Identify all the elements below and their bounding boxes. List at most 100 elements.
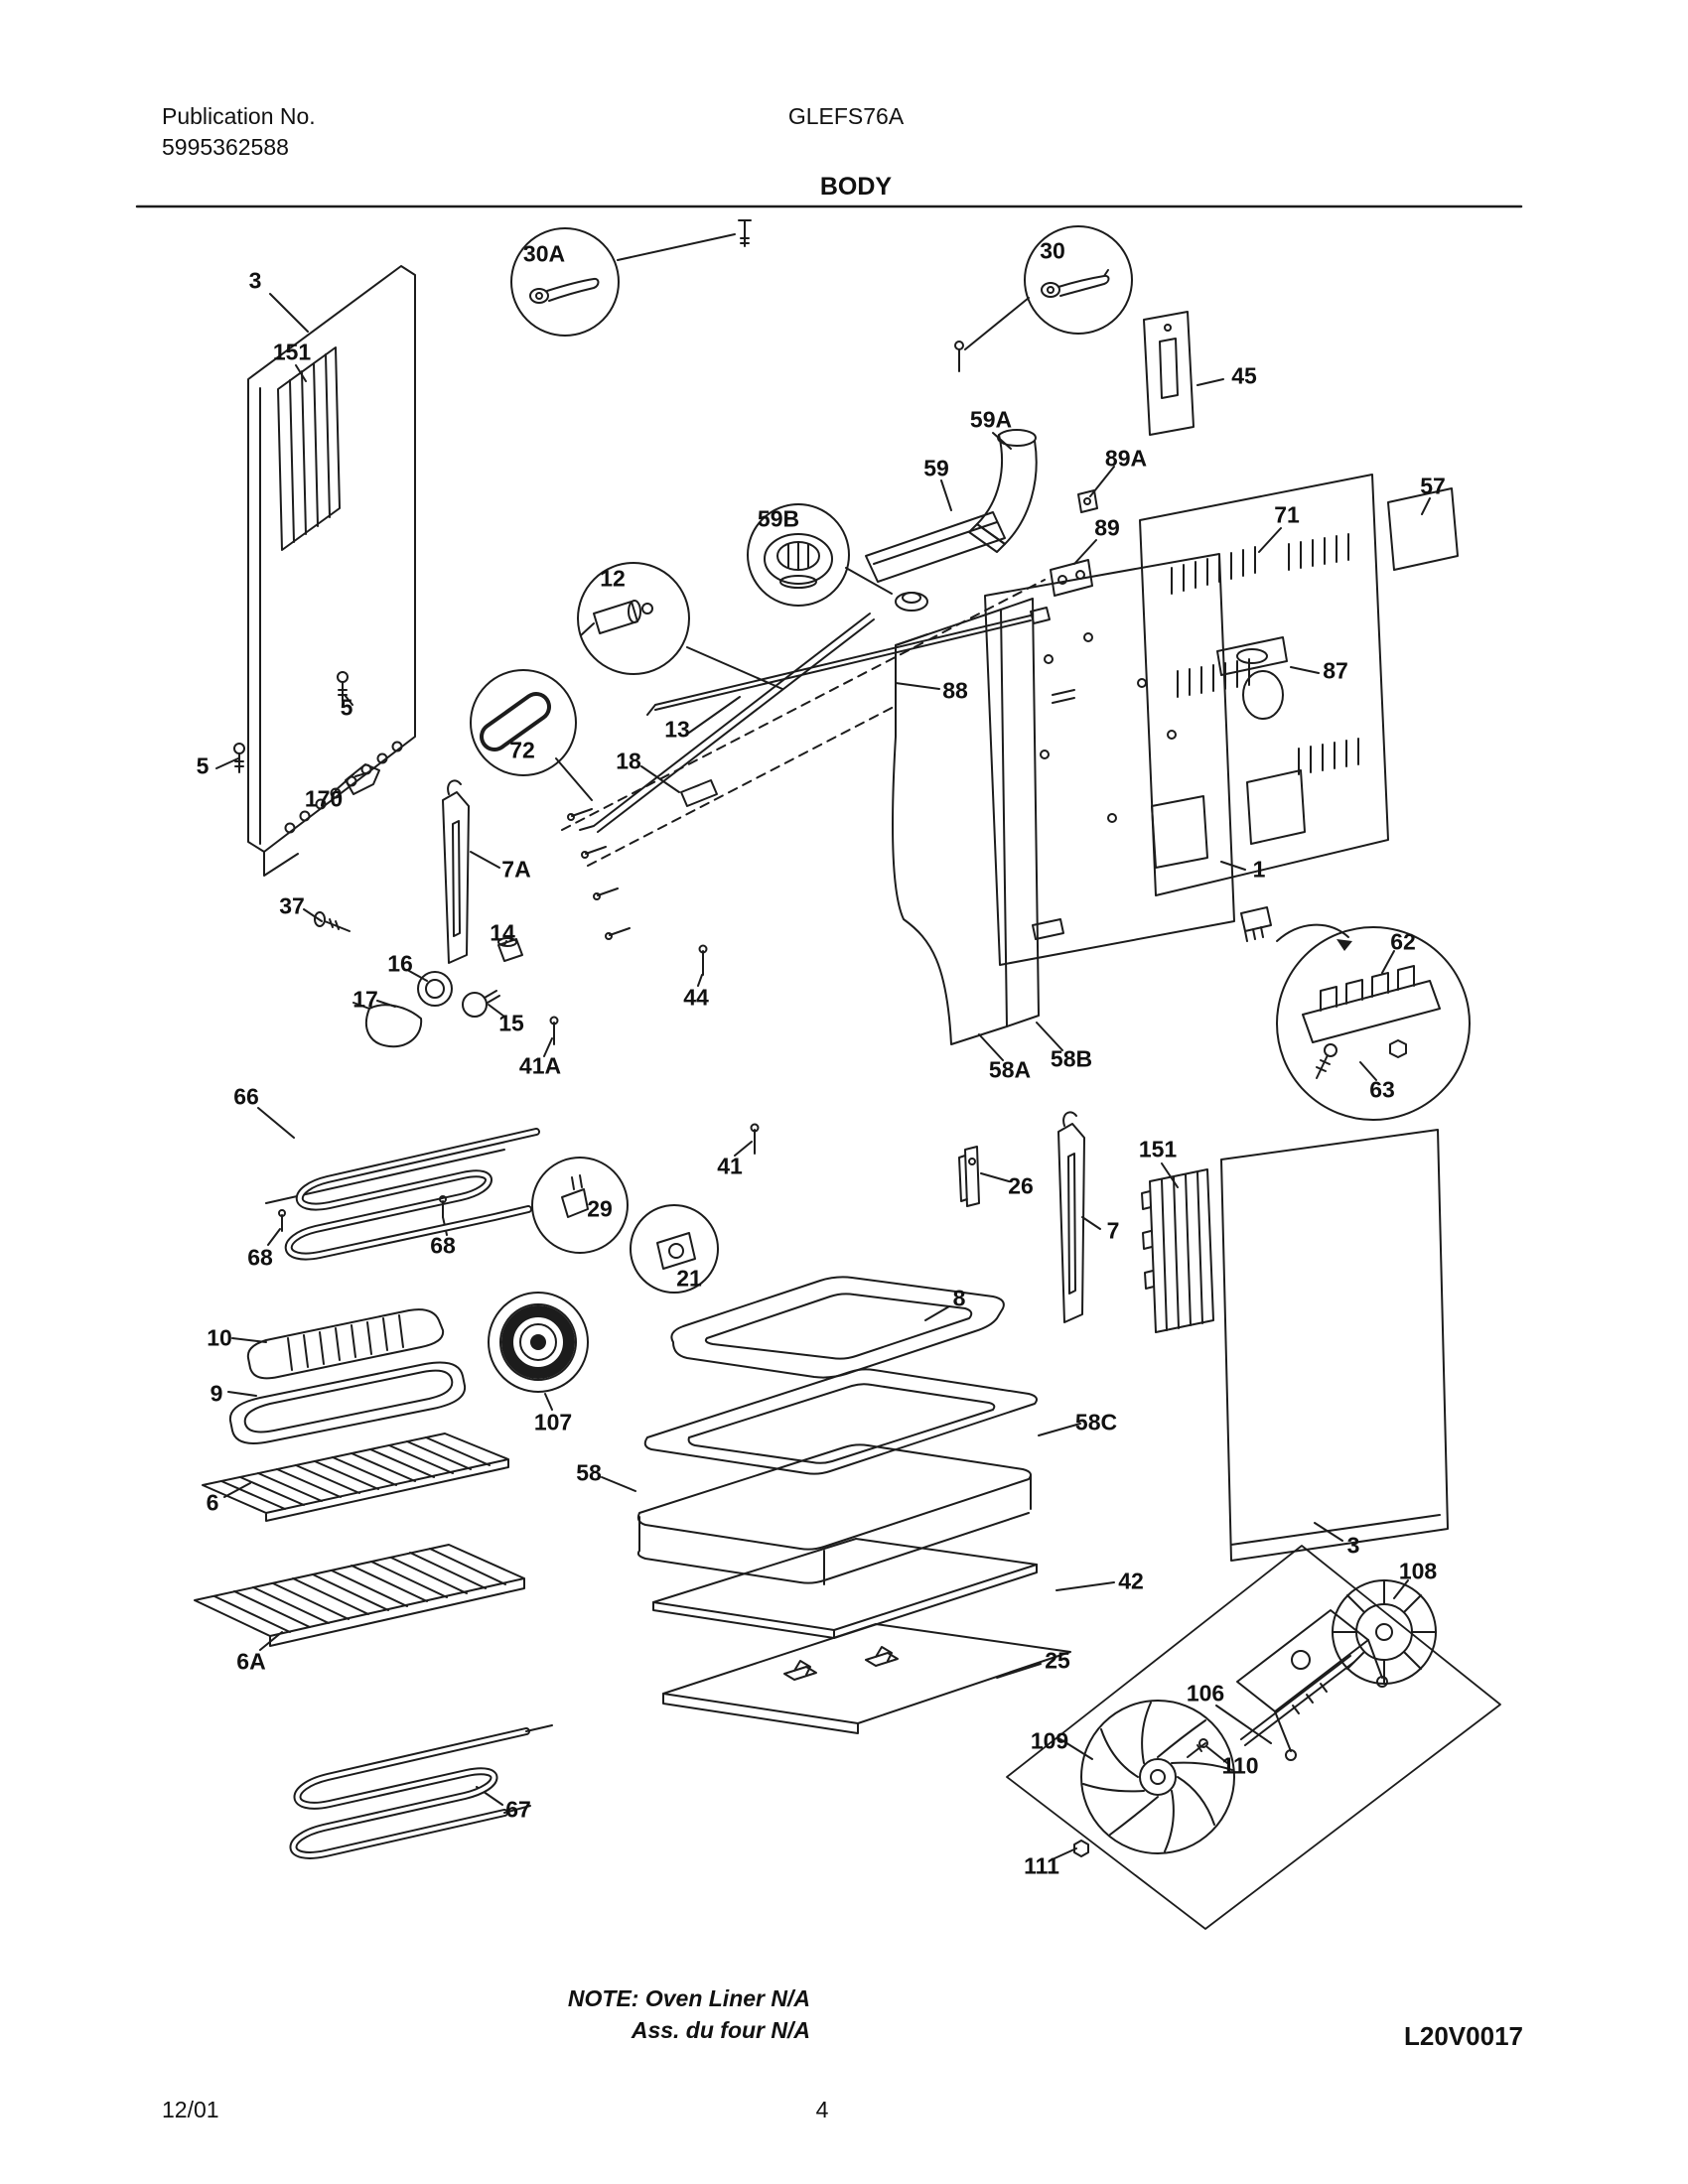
part-label-12: 12 [600,565,626,592]
part-oven-rack-6 [202,1433,509,1522]
part-label-7A: 7A [501,856,531,883]
callout-circle-59B [747,503,850,607]
oven-liner-note-line2: Ass. du four N/A [631,2017,810,2043]
callout-circle-21 [630,1204,719,1294]
part-label-10: 10 [207,1324,232,1351]
part-label-151: 151 [272,339,312,365]
part-label-58B: 58B [1050,1045,1093,1072]
section-title: BODY [819,173,893,201]
part-label-66: 66 [233,1083,259,1110]
part-label-5: 5 [196,752,210,779]
part-label-15: 15 [498,1010,524,1036]
part-label-21: 21 [676,1265,702,1292]
part-label-30: 30 [1040,237,1065,264]
part-oven-light-assembly [314,911,523,1048]
part-drawer-bottom-25 [662,1623,1071,1734]
part-label-170: 170 [304,785,344,812]
part-sensor-and-tube [579,607,1051,833]
callout-circle-72 [470,669,577,776]
part-side-spacers-58A-58B [892,598,1040,1045]
part-back-wall-1 [984,553,1352,966]
leader-lines [215,233,1431,1859]
callout-circle-30 [1024,225,1133,335]
part-vent-ducts [865,429,1098,612]
part-label-87: 87 [1323,657,1348,684]
part-label-26: 26 [1008,1172,1034,1199]
part-floating-screws [567,808,631,940]
callout-circle-29 [531,1157,629,1254]
publication-label: Publication No. [162,103,316,129]
part-vent-ring-107 [488,1292,589,1393]
part-label-9: 9 [210,1380,223,1407]
part-label-41: 41 [717,1153,743,1179]
part-label-29: 29 [587,1195,613,1222]
part-label-7: 7 [1106,1217,1120,1244]
footer-date: 12/01 [162,2097,219,2122]
part-broiler-pan-set [228,1308,467,1444]
callout-circle-12 [577,562,690,675]
part-top-fasteners [738,219,964,372]
part-right-panel [1141,1129,1449,1562]
part-label-3: 3 [1346,1532,1360,1559]
part-label-59B: 59B [757,505,800,532]
callout-circle-30A [510,227,620,337]
part-label-106: 106 [1186,1680,1225,1706]
part-label-41A: 41A [518,1052,562,1079]
part-label-59: 59 [923,455,949,481]
part-label-16: 16 [387,950,413,977]
part-label-6: 6 [206,1489,219,1516]
part-brackets-7A-7 [442,779,1085,1323]
part-label-58: 58 [576,1459,602,1486]
part-label-67: 67 [505,1796,531,1823]
part-label-14: 14 [490,919,515,946]
part-screws-and-bracket-170 [233,671,380,795]
drawing-code: L20V0017 [1404,2021,1523,2051]
part-label-44: 44 [683,984,709,1011]
part-label-58C: 58C [1074,1409,1118,1435]
part-label-68: 68 [430,1232,456,1259]
part-label-89: 89 [1094,514,1120,541]
part-label-8: 8 [952,1285,966,1311]
part-plate-57 [1387,487,1459,571]
part-label-63: 63 [1369,1076,1395,1103]
part-bracket-26 [958,1146,980,1207]
part-label-111: 111 [1024,1852,1059,1879]
part-label-5: 5 [340,694,353,721]
page-number: 4 [815,2097,829,2122]
part-label-25: 25 [1045,1647,1070,1674]
part-label-6A: 6A [236,1648,266,1675]
part-bracket-45 [1143,311,1195,436]
part-label-30A: 30A [522,240,566,267]
part-label-109: 109 [1030,1727,1069,1754]
part-label-68: 68 [247,1244,273,1271]
part-label-62: 62 [1390,928,1416,955]
part-label-88: 88 [942,677,968,704]
part-label-72: 72 [509,737,535,763]
part-oven-rack-6A [194,1544,525,1647]
part-label-107: 107 [533,1409,573,1435]
part-bake-element-66 [265,1128,540,1261]
fan-assembly-inset [1006,1545,1501,1930]
part-pins [549,944,760,1155]
publication-number: 5995362588 [162,134,289,160]
part-label-89A: 89A [1104,445,1148,472]
part-label-58A: 58A [988,1056,1032,1083]
part-insulation-58 [636,1443,1032,1585]
part-label-59A: 59A [969,406,1013,433]
part-label-37: 37 [279,892,305,919]
part-label-108: 108 [1398,1558,1438,1584]
part-rear-panel-71 [1139,474,1389,896]
part-label-57: 57 [1420,473,1446,499]
part-label-42: 42 [1118,1568,1144,1594]
part-frame-58C [643,1368,1038,1475]
part-label-3: 3 [248,267,262,294]
part-label-1: 1 [1252,856,1266,883]
part-label-13: 13 [664,716,690,743]
part-label-110: 110 [1221,1752,1259,1779]
part-left-side-panel [247,265,416,877]
part-label-18: 18 [616,748,641,774]
part-label-17: 17 [352,986,378,1013]
